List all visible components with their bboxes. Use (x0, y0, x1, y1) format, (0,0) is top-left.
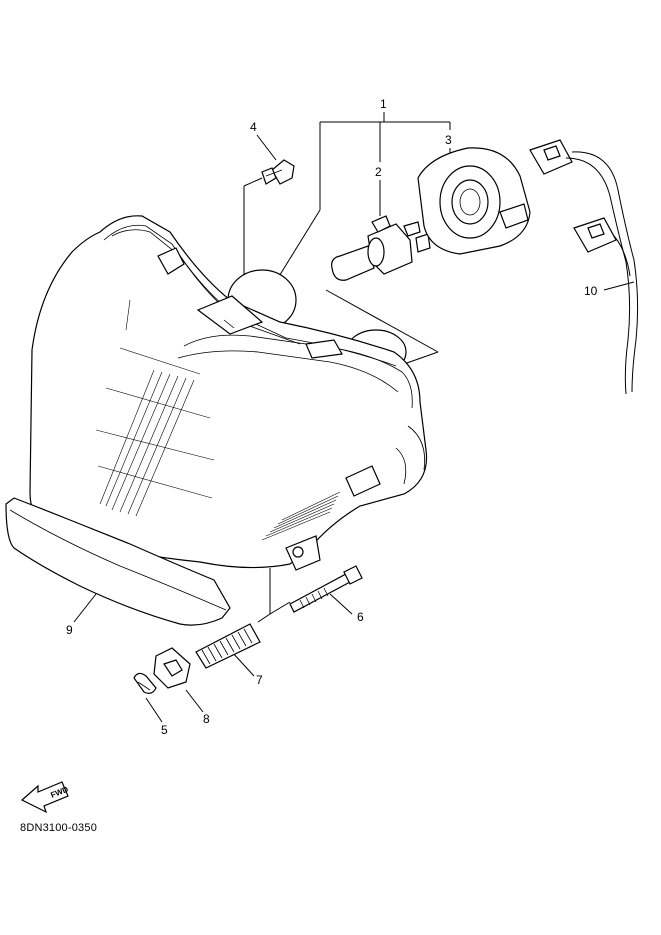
callout-6: 6 (357, 610, 364, 624)
fwd-arrow-icon: FWD (20, 781, 70, 814)
callout-2: 2 (375, 165, 382, 179)
callout-3: 3 (445, 133, 452, 147)
callout-5: 5 (161, 723, 168, 737)
callout-7: 7 (256, 673, 263, 687)
part-10-wire-harness (529, 139, 639, 395)
diagram-code: 8DN3100-0350 (20, 822, 98, 834)
part-2-bulb (331, 215, 431, 281)
part-5-clip (133, 672, 157, 694)
part-4-adjuster-clip (261, 159, 295, 185)
part-8-nut (153, 647, 191, 689)
part-7-spring (195, 623, 261, 669)
headlight-housing (29, 215, 428, 571)
lower-vent-hatching (261, 491, 341, 541)
part-9-lower-trim (5, 497, 231, 626)
callout-8: 8 (203, 712, 210, 726)
callout-1: 1 (380, 97, 387, 111)
callout-4: 4 (250, 120, 257, 134)
callout-10: 10 (584, 284, 598, 298)
part-6-bolt (289, 565, 363, 613)
part-3-socket-cover (417, 147, 531, 255)
lens-pattern (95, 299, 215, 517)
callout-9: 9 (66, 623, 73, 637)
